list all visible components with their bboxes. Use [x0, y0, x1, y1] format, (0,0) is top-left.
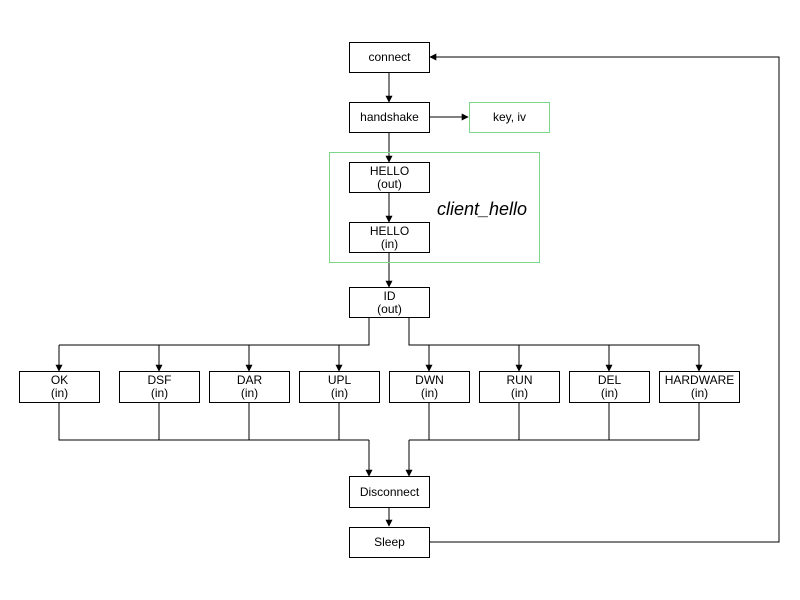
node-run-label: RUN: [506, 373, 533, 387]
node-hello-out-direction: (out): [377, 176, 402, 191]
client-hello-group: [329, 152, 540, 263]
node-run: RUN (in): [479, 371, 560, 403]
client-hello-label: client_hello: [437, 199, 528, 219]
node-upl-label: UPL: [327, 373, 352, 387]
node-run-direction: (in): [510, 386, 529, 400]
node-key-iv-label: key, iv: [492, 110, 527, 124]
node-del-label: DEL: [597, 373, 622, 387]
node-sleep-label: Sleep: [374, 535, 405, 549]
node-dsf-direction: (in): [150, 386, 169, 400]
node-id-out: ID (out): [349, 287, 430, 318]
node-hello-in-direction: (in): [380, 236, 399, 251]
node-handshake-label: handshake: [360, 110, 419, 124]
node-hardware-direction: (in): [690, 386, 709, 400]
node-ok-direction: (in): [50, 386, 69, 400]
node-dar-direction: (in): [240, 386, 259, 400]
node-ok: OK (in): [19, 371, 100, 403]
node-del-direction: (in): [600, 386, 619, 400]
node-dwn-label: DWN: [415, 373, 444, 387]
edge-sleep-connect-loop: [429, 53, 780, 543]
node-dwn: DWN (in): [389, 371, 470, 403]
node-upl-direction: (in): [330, 386, 349, 400]
edge-id-right-trunk: [408, 317, 699, 346]
node-hello-in-label: HELLO: [369, 223, 410, 238]
node-ok-label: OK: [50, 373, 69, 387]
node-dsf: DSF (in): [119, 371, 200, 403]
node-handshake: handshake: [349, 102, 430, 133]
node-sleep: Sleep: [349, 527, 430, 558]
node-dar-label: DAR: [236, 373, 263, 387]
node-key-iv: key, iv: [469, 102, 550, 133]
edge-left-merge: [58, 402, 369, 441]
node-id-out-label: ID: [383, 288, 396, 303]
node-hello-in: HELLO (in): [349, 222, 430, 253]
node-connect-label: connect: [368, 50, 411, 64]
node-dsf-label: DSF: [147, 373, 172, 387]
node-hello-out-label: HELLO: [369, 163, 410, 178]
node-del: DEL (in): [569, 371, 650, 403]
node-connect: connect: [349, 42, 430, 73]
node-upl: UPL (in): [299, 371, 380, 403]
node-hello-out: HELLO (out): [349, 162, 430, 193]
node-disconnect: Disconnect: [349, 476, 430, 508]
edge-id-left-trunk: [59, 317, 370, 346]
node-hardware: HARDWARE (in): [659, 371, 740, 403]
node-dar: DAR (in): [209, 371, 290, 403]
node-hardware-label: HARDWARE: [664, 373, 735, 387]
edge-right-merge: [409, 402, 700, 441]
node-id-out-direction: (out): [377, 301, 402, 316]
node-dwn-direction: (in): [420, 386, 439, 400]
node-disconnect-label: Disconnect: [359, 484, 420, 499]
